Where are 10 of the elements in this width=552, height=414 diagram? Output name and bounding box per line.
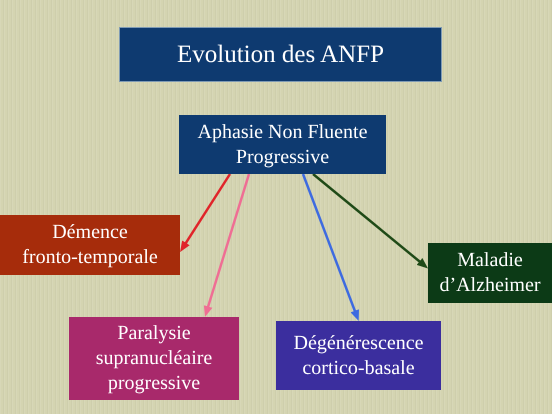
source-box: Aphasie Non Fluente Progressive (179, 115, 386, 174)
outcome-box: Paralysie supranucléaire progressive (69, 317, 239, 400)
arrow (180, 173, 232, 252)
arrow (302, 174, 359, 322)
outcome-box: Dégénérescence cortico-basale (276, 321, 441, 390)
arrow (204, 174, 250, 317)
outcome-box: Maladie d’Alzheimer (428, 243, 552, 303)
arrow (312, 173, 428, 268)
title-banner: Evolution des ANFP (119, 27, 442, 82)
outcome-box: Démence fronto-temporale (0, 215, 180, 275)
